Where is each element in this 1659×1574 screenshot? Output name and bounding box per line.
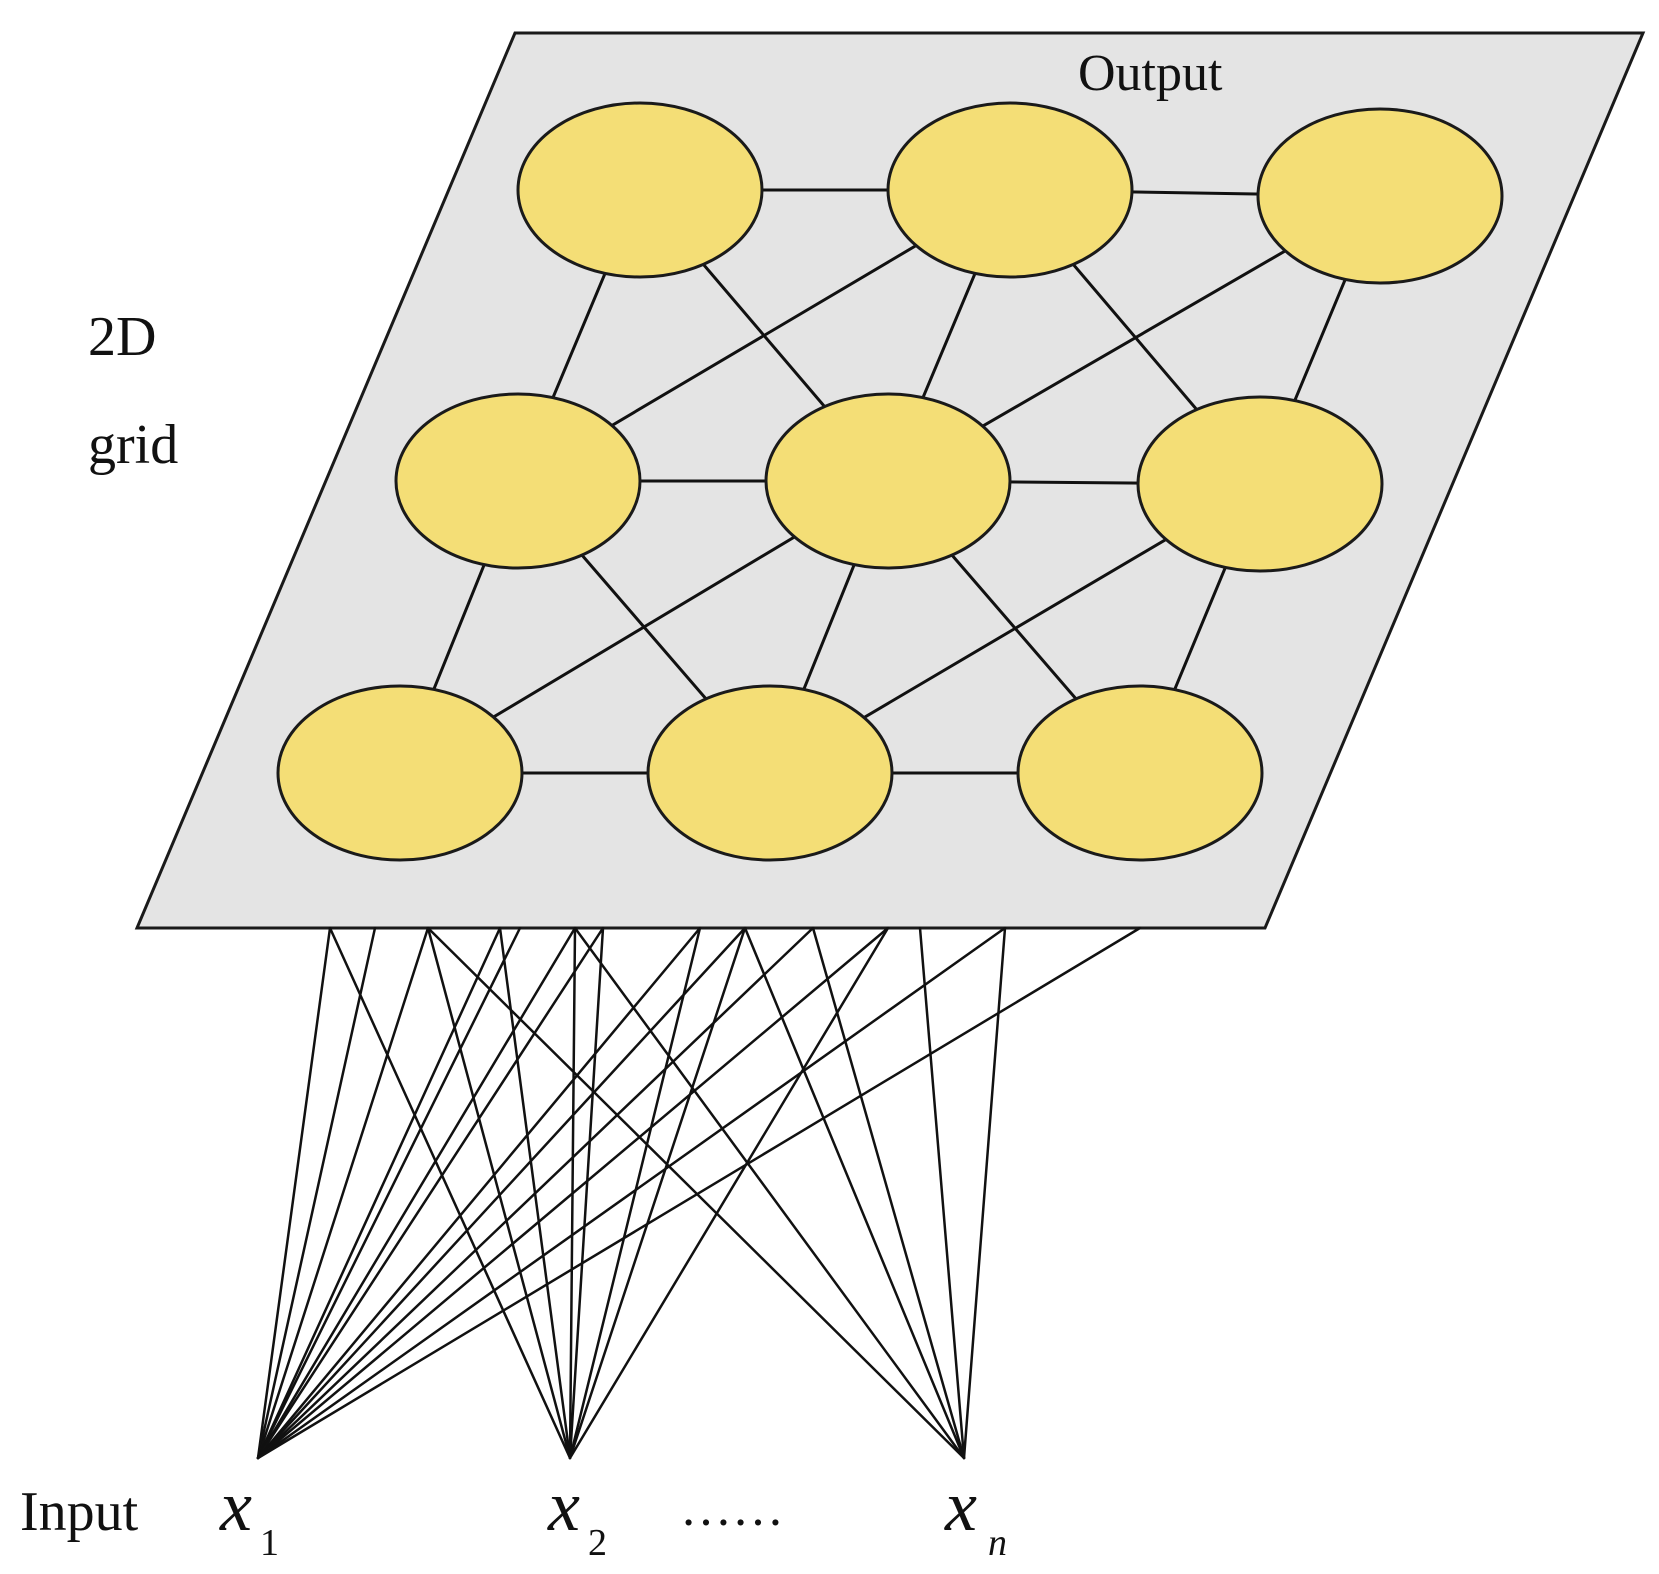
input-weight-link [256, 926, 747, 1460]
grid-label-line2: grid [88, 414, 178, 476]
input-weight-link [568, 926, 702, 1460]
input-weight-link [426, 926, 966, 1460]
input-weight-link [256, 926, 332, 1460]
output-neuron [394, 392, 642, 570]
output-neuron [516, 101, 764, 279]
input-weight-link [918, 926, 966, 1460]
input-weight-link [256, 926, 577, 1460]
input-x2-variable: x [547, 1466, 580, 1546]
input-weight-link [568, 926, 577, 1460]
input-ellipsis: …… [680, 1480, 784, 1537]
input-weight-link [256, 926, 522, 1460]
input-weight-link [743, 926, 966, 1460]
output-neurons [276, 101, 1504, 862]
output-label: Output [1078, 45, 1223, 102]
input-weight-link [573, 926, 966, 1460]
input-weight-link [328, 926, 572, 1460]
output-neuron [646, 684, 894, 862]
input-x1-variable: x [219, 1466, 252, 1546]
input-weight-link [498, 926, 572, 1460]
output-neuron [764, 392, 1012, 570]
input-weight-link [568, 926, 747, 1460]
input-weight-link [811, 926, 966, 1460]
input-x2-subscript: 2 [588, 1522, 607, 1564]
input-connections [256, 926, 1142, 1460]
input-weight-link [256, 926, 702, 1460]
input-weight-link [256, 926, 1142, 1460]
input-weight-link [256, 926, 430, 1460]
output-neuron [1136, 395, 1384, 573]
output-neuron [276, 684, 524, 862]
input-weight-link [962, 926, 1007, 1460]
input-weight-link [256, 926, 502, 1460]
input-weight-link [568, 926, 890, 1460]
input-weight-link [256, 926, 605, 1460]
input-weight-link [256, 926, 1007, 1460]
input-x1-subscript: 1 [260, 1522, 279, 1564]
input-xn-subscript: n [988, 1522, 1007, 1564]
input-label: Input [20, 1481, 139, 1543]
output-neuron [1016, 684, 1264, 862]
output-neuron [886, 101, 1134, 279]
input-weight-link [568, 926, 605, 1460]
input-weight-link [426, 926, 572, 1460]
output-neuron [1256, 107, 1504, 285]
grid-label-line1: 2D [88, 306, 156, 368]
input-xn-variable: x [944, 1466, 977, 1546]
input-weight-link [256, 926, 377, 1460]
